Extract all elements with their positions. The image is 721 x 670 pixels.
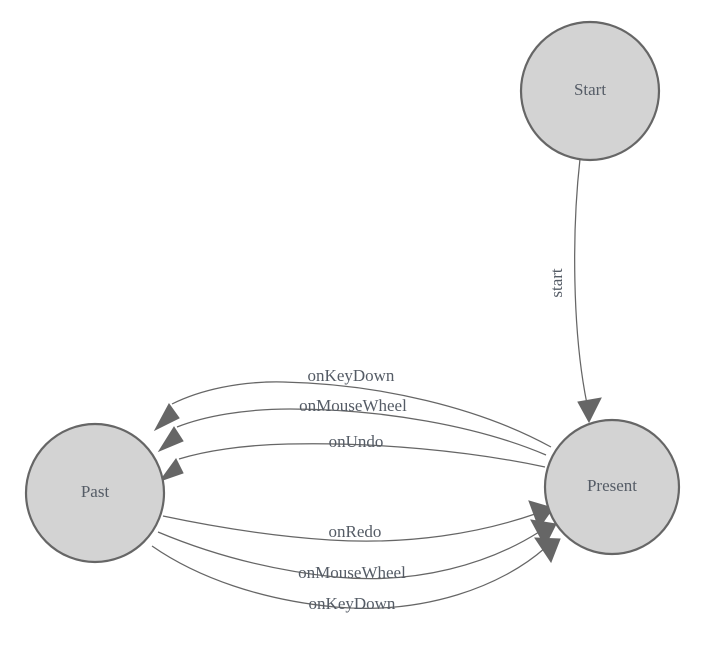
node-present-label: Present (587, 476, 637, 495)
edge-down-2-arrowhead (530, 519, 557, 548)
edge-down-3-label: onKeyDown (309, 594, 396, 613)
edge-down-1-path (162, 513, 536, 542)
edge-up-2-label: onMouseWheel (299, 396, 407, 415)
node-start-circle (519, 20, 661, 162)
edge-start-label: start (547, 268, 566, 298)
node-present-circle (543, 418, 681, 556)
node-start[interactable]: Start (519, 20, 661, 162)
edge-present-to-past-onmousewheel[interactable]: onMouseWheel (157, 396, 547, 456)
edge-past-to-present-onmousewheel[interactable]: onMouseWheel (157, 519, 557, 582)
edge-up-1-path (171, 381, 552, 448)
edge-up-3-path (178, 443, 546, 468)
node-past-circle (24, 422, 166, 564)
edge-down-2-path (157, 531, 540, 580)
node-past[interactable]: Past (24, 422, 166, 564)
edge-down-1-label: onRedo (329, 522, 382, 541)
edge-present-to-past-onkeydown[interactable]: onKeyDown (153, 366, 552, 448)
node-past-label: Past (81, 482, 110, 501)
edge-up-1-arrowhead (153, 403, 180, 432)
edge-present-to-past-onundo[interactable]: onUndo (158, 432, 546, 482)
edge-past-to-present-onredo[interactable]: onRedo (162, 500, 554, 542)
edge-start-path (574, 158, 588, 405)
edge-down-1-arrowhead (528, 500, 554, 530)
edge-up-3-arrowhead (158, 458, 184, 482)
edge-down-3-arrowhead (534, 537, 561, 564)
edge-up-1-label: onKeyDown (308, 366, 395, 385)
edge-down-3-path (151, 545, 546, 609)
edge-up-3-label: onUndo (329, 432, 384, 451)
edge-past-to-present-onkeydown[interactable]: onKeyDown (151, 537, 561, 613)
edge-down-2-label: onMouseWheel (298, 563, 406, 582)
edge-start[interactable]: start (547, 158, 602, 424)
edge-up-2-arrowhead (157, 426, 184, 453)
node-present[interactable]: Present (543, 418, 681, 556)
edge-up-2-path (176, 408, 547, 456)
edge-start-arrowhead (577, 397, 602, 424)
node-start-label: Start (574, 80, 606, 99)
